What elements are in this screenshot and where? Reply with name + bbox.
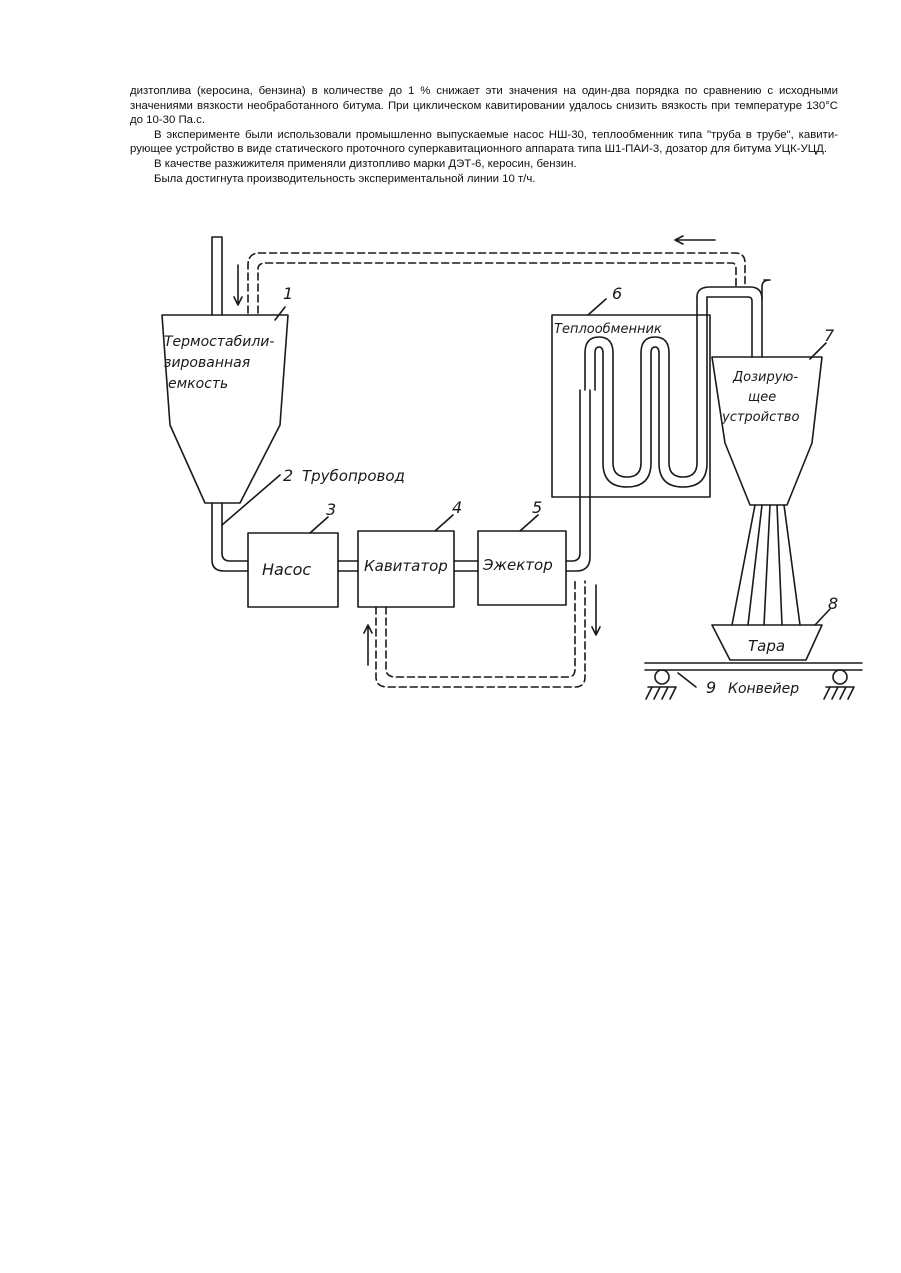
ground-hatch-left xyxy=(646,687,676,699)
conveyor-belt xyxy=(645,663,862,670)
ground-hatch-right xyxy=(824,687,854,699)
loop-arrow-down xyxy=(592,585,600,635)
paragraph-1: дизтоплива (керосина, бензина) в количес… xyxy=(130,84,838,128)
pipe-number: 2 xyxy=(283,466,293,485)
heat-exchanger-label: Теплообменник xyxy=(554,322,662,337)
doser-label-line2: щее xyxy=(748,390,776,405)
doser-label-line1: Дозирую- xyxy=(732,370,798,385)
dosing-lines xyxy=(732,505,800,625)
paragraph-2: В эксперименте были использовали промышл… xyxy=(130,128,838,157)
pipe-ejector-heat-exchanger xyxy=(566,390,590,571)
conveyor-leader xyxy=(678,673,696,687)
container-label: Тара xyxy=(748,637,785,655)
pipe-cavitator-ejector xyxy=(454,561,478,571)
outlet-elbow xyxy=(762,280,770,299)
pump-number: 3 xyxy=(326,500,336,519)
return-loop-dashed xyxy=(248,253,745,313)
container-number: 8 xyxy=(828,594,838,613)
return-arrow xyxy=(675,236,715,244)
ejector-label: Эжектор xyxy=(482,556,553,574)
tank-leader xyxy=(275,307,285,320)
heat-exchanger-box xyxy=(552,315,710,497)
tank-label-line3: емкость xyxy=(168,376,228,392)
heat-exchanger-number: 6 xyxy=(612,284,622,303)
conveyor-roller-right xyxy=(833,670,847,684)
pipeline xyxy=(212,503,248,571)
tank-label-line2: зированная xyxy=(164,355,250,371)
tank-label-line1: Термостабили- xyxy=(164,334,274,350)
pump-leader xyxy=(310,517,328,533)
conveyor-number: 9 xyxy=(706,678,716,697)
body-text: дизтоплива (керосина, бензина) в количес… xyxy=(130,84,838,186)
pump-label: Насос xyxy=(262,560,311,579)
heat-exchanger-leader xyxy=(588,299,606,315)
feed-pipe xyxy=(212,237,222,315)
cavitation-loop-dashed-inner xyxy=(386,581,575,677)
cavitation-loop-dashed xyxy=(376,581,585,687)
ejector-leader xyxy=(520,515,538,531)
pipe-label: Трубопровод xyxy=(302,467,405,485)
paragraph-4: Была достигнута производительность экспе… xyxy=(130,172,838,187)
return-loop-dashed-inner xyxy=(258,263,736,313)
cavitator-number: 4 xyxy=(452,498,462,517)
process-flow-diagram: 1 Термостабили- зированная емкость 2 Тру… xyxy=(150,225,870,725)
doser-label-line3: устройство xyxy=(721,410,799,425)
loop-arrow-up xyxy=(364,625,372,665)
cavitator-leader xyxy=(435,515,453,531)
inflow-arrow xyxy=(234,265,242,305)
conveyor-label: Конвейер xyxy=(728,681,799,697)
doser-number: 7 xyxy=(824,326,835,345)
tank-number: 1 xyxy=(283,284,293,303)
paragraph-3: В качестве разжижителя применяли дизтопл… xyxy=(130,157,838,172)
cavitator-label: Кавитатор xyxy=(364,557,448,575)
conveyor-roller-left xyxy=(655,670,669,684)
pipe-pump-cavitator xyxy=(338,561,358,571)
ejector-number: 5 xyxy=(532,498,542,517)
